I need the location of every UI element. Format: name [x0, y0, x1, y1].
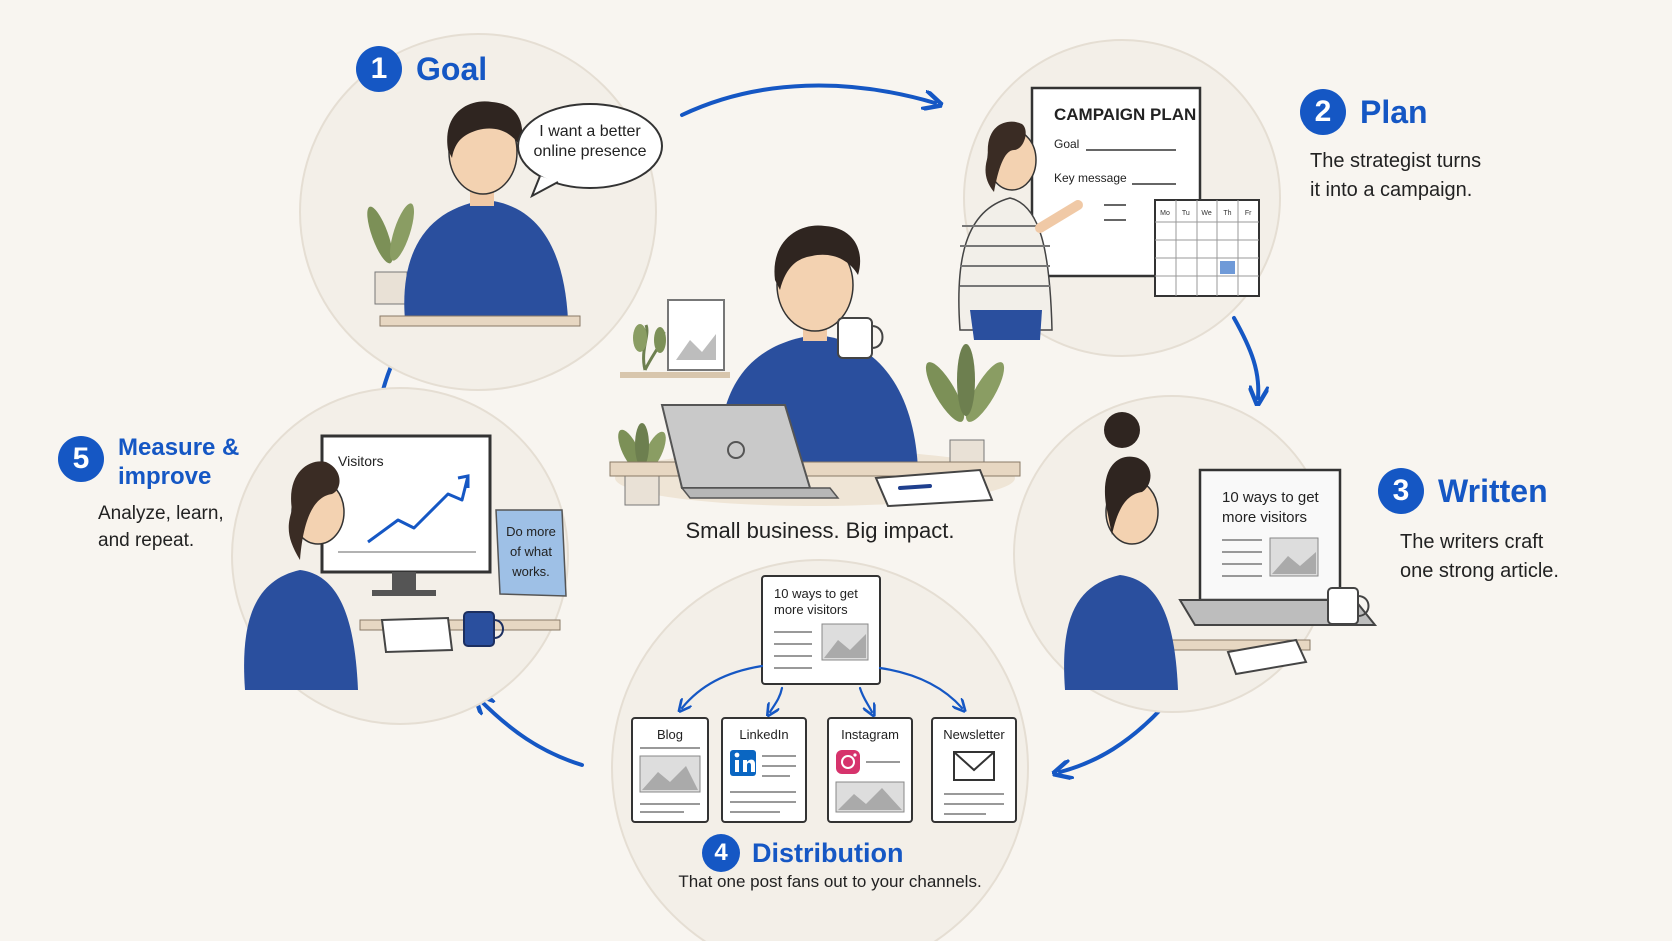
image-placeholder-icon — [821, 623, 869, 661]
note-line-3: works. — [511, 564, 550, 579]
step-desc-line: That one post fans out to your channels. — [678, 872, 982, 891]
calendar-day-label: We — [1201, 210, 1211, 217]
channel-label: Instagram — [841, 727, 899, 742]
chart-label: Visitors — [338, 453, 384, 469]
coffee-mug-icon — [463, 611, 504, 647]
calendar-day-label: Mo — [1160, 210, 1170, 217]
screen-title-line-1: 10 ways to get — [1222, 489, 1320, 506]
written-scene: 10 ways to get more visitors — [1013, 395, 1378, 713]
screen-title-line-2: more visitors — [1222, 509, 1307, 526]
coffee-mug-icon — [1327, 587, 1370, 625]
step-title: Goal — [416, 51, 488, 87]
plan-scene: CAMPAIGN PLAN Goal Key message Mo Tu We Th F… — [958, 39, 1281, 357]
board-field-goal: Goal — [1054, 137, 1079, 151]
step-written-label: 3 Written The writers craft one strong a… — [1378, 468, 1559, 586]
step-goal-label: 1 Goal — [356, 46, 487, 92]
step-measure-label: 5 Measure & improve Analyze, learn, and … — [58, 434, 239, 555]
step-title: Measure & — [118, 434, 240, 461]
step-title: Plan — [1360, 94, 1428, 130]
step-desc-line: it into a campaign. — [1310, 179, 1473, 201]
plant-icon — [925, 344, 1005, 467]
image-placeholder-icon — [1269, 537, 1319, 577]
calendar-day-label: Fr — [1245, 210, 1252, 217]
speech-bubble-icon: I want a better online presence — [517, 103, 663, 199]
instagram-icon — [836, 750, 860, 774]
channel-card-instagram: Instagram — [827, 717, 913, 823]
calendar: Mo Tu We Th Fr — [1154, 199, 1260, 297]
sticky-note: Do more of what works. — [495, 509, 567, 597]
measure-scene: Visitors Do more of what works. — [231, 387, 569, 725]
calendar-day-label: Tu — [1182, 210, 1190, 217]
envelope-icon — [953, 751, 995, 781]
board-field-message: Key message — [1054, 171, 1127, 185]
arrow-icon — [1060, 706, 1164, 772]
arrow-icon — [680, 83, 935, 117]
center-scene — [609, 225, 1021, 508]
plant-icon — [633, 324, 666, 371]
coffee-mug-icon — [837, 317, 884, 359]
channel-label: Newsletter — [943, 727, 1005, 742]
step-number-badge: 5 — [58, 436, 104, 482]
channel-card-linkedin: LinkedIn — [721, 717, 807, 823]
trend-chart-icon — [367, 474, 470, 544]
channel-card-newsletter: Newsletter — [931, 717, 1017, 823]
arrow-icon — [1232, 316, 1258, 398]
step-desc-line: and repeat. — [98, 530, 195, 552]
step-desc-line: one strong article. — [1400, 560, 1559, 582]
note-line-1: Do more — [506, 524, 556, 539]
channel-label: Blog — [657, 727, 683, 742]
step-plan-label: 2 Plan The strategist turns it into a ca… — [1300, 89, 1481, 205]
plant-icon — [367, 203, 414, 305]
article-title-line-2: more visitors — [774, 602, 848, 617]
step-title: improve — [118, 462, 212, 490]
speech-line-1: I want a better — [539, 123, 641, 140]
step-desc-line: Analyze, learn, — [98, 502, 224, 524]
step-number-badge: 2 — [1300, 89, 1346, 135]
goal-scene: I want a better online presence — [299, 33, 663, 391]
note-line-2: of what — [510, 544, 552, 559]
step-desc-line: The writers craft — [1400, 531, 1544, 553]
step-title: Distribution — [752, 837, 904, 868]
step-number-badge: 3 — [1378, 468, 1424, 514]
center-caption: Small business. Big impact. — [685, 518, 955, 543]
channel-card-blog: Blog — [631, 717, 709, 823]
speech-line-2: online presence — [534, 143, 647, 160]
linkedin-icon — [730, 750, 756, 776]
channel-label: LinkedIn — [739, 727, 788, 742]
step-distribution-label: 4 Distribution — [702, 834, 903, 872]
laptop-icon — [660, 404, 840, 499]
step-desc-line: The strategist turns — [1310, 150, 1482, 172]
step-number-badge: 1 — [356, 46, 402, 92]
plant-icon — [618, 423, 666, 506]
arrow-icon — [480, 700, 584, 767]
calendar-day-label: Th — [1223, 210, 1231, 217]
article-title-line-1: 10 ways to get — [774, 586, 858, 601]
step-number-badge: 4 — [702, 834, 740, 872]
step-title: Written — [1438, 473, 1548, 509]
board-title: CAMPAIGN PLAN — [1054, 105, 1196, 124]
